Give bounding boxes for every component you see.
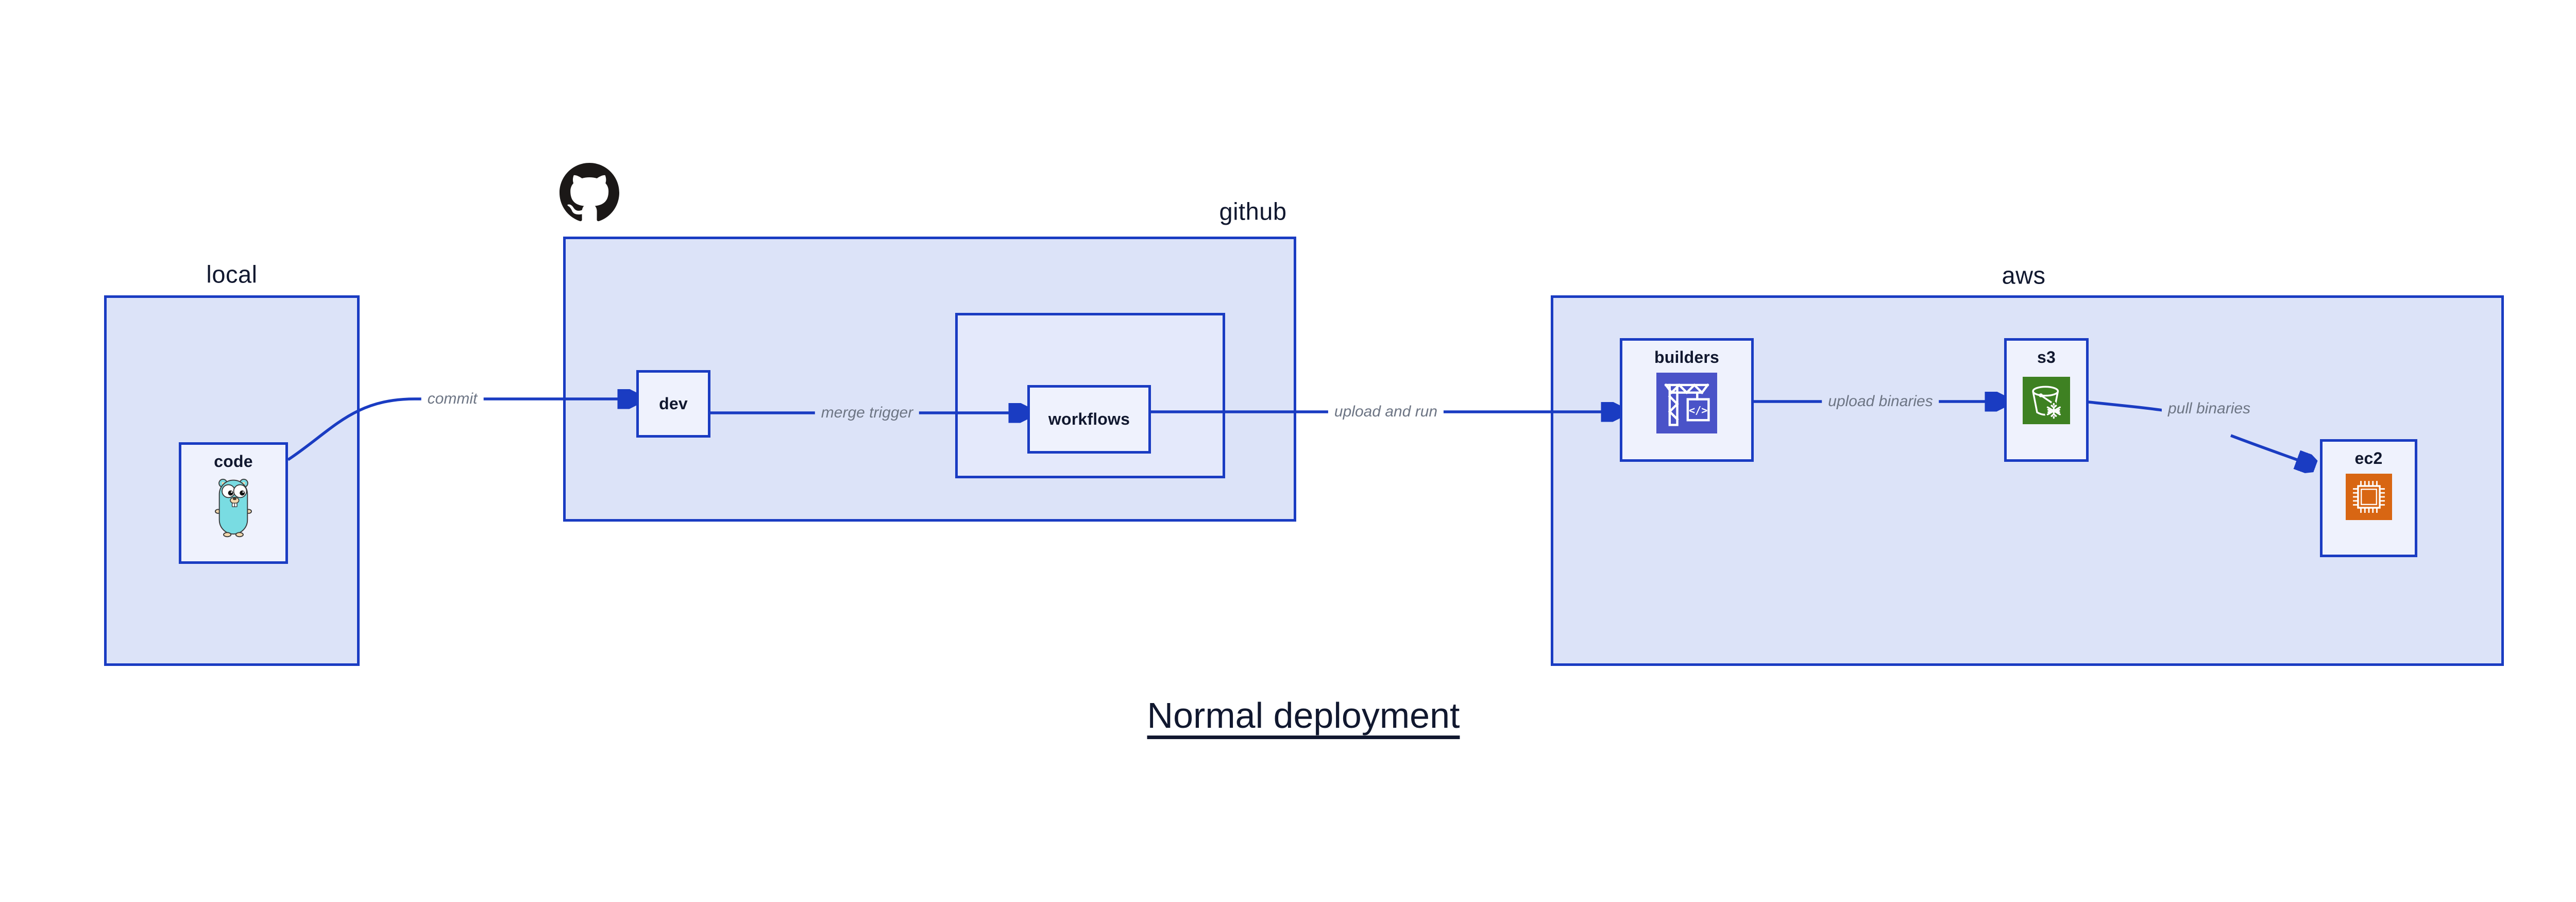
edge-label-commit: commit <box>421 388 484 410</box>
node-s3: s3 <box>2004 338 2089 462</box>
node-ec2-label: ec2 <box>2354 449 2383 467</box>
edge-label-pull-binaries: pull binaries <box>2161 398 2257 420</box>
node-builders: builders </> <box>1620 338 1754 462</box>
edge-label-upload-and-run: upload and run <box>1328 401 1444 423</box>
container-github-label: github <box>1219 197 1287 225</box>
node-workflows: workflows <box>1027 385 1151 454</box>
node-dev-label: dev <box>659 394 688 413</box>
edge-label-upload-binaries: upload binaries <box>1822 391 1939 412</box>
s3-glacier-bucket-icon <box>2023 377 2070 424</box>
node-workflows-label: workflows <box>1048 410 1130 428</box>
node-code-label: code <box>214 452 253 471</box>
container-aws-label: aws <box>2002 261 2046 289</box>
container-local-label: local <box>206 260 258 288</box>
node-ec2: ec2 <box>2320 439 2417 557</box>
github-octocat-icon <box>560 163 619 223</box>
edge-label-merge-trigger: merge trigger <box>815 402 920 424</box>
node-s3-label: s3 <box>2037 348 2056 366</box>
svg-text:</>: </> <box>1689 404 1708 416</box>
diagram-title: Normal deployment <box>1147 695 1460 736</box>
node-dev: dev <box>636 370 710 438</box>
node-code: code <box>179 442 288 564</box>
codebuild-crane-icon: </> <box>1656 373 1717 433</box>
go-gopher-icon <box>214 477 253 539</box>
ec2-chip-icon <box>2345 474 2392 520</box>
node-builders-label: builders <box>1654 348 1720 366</box>
